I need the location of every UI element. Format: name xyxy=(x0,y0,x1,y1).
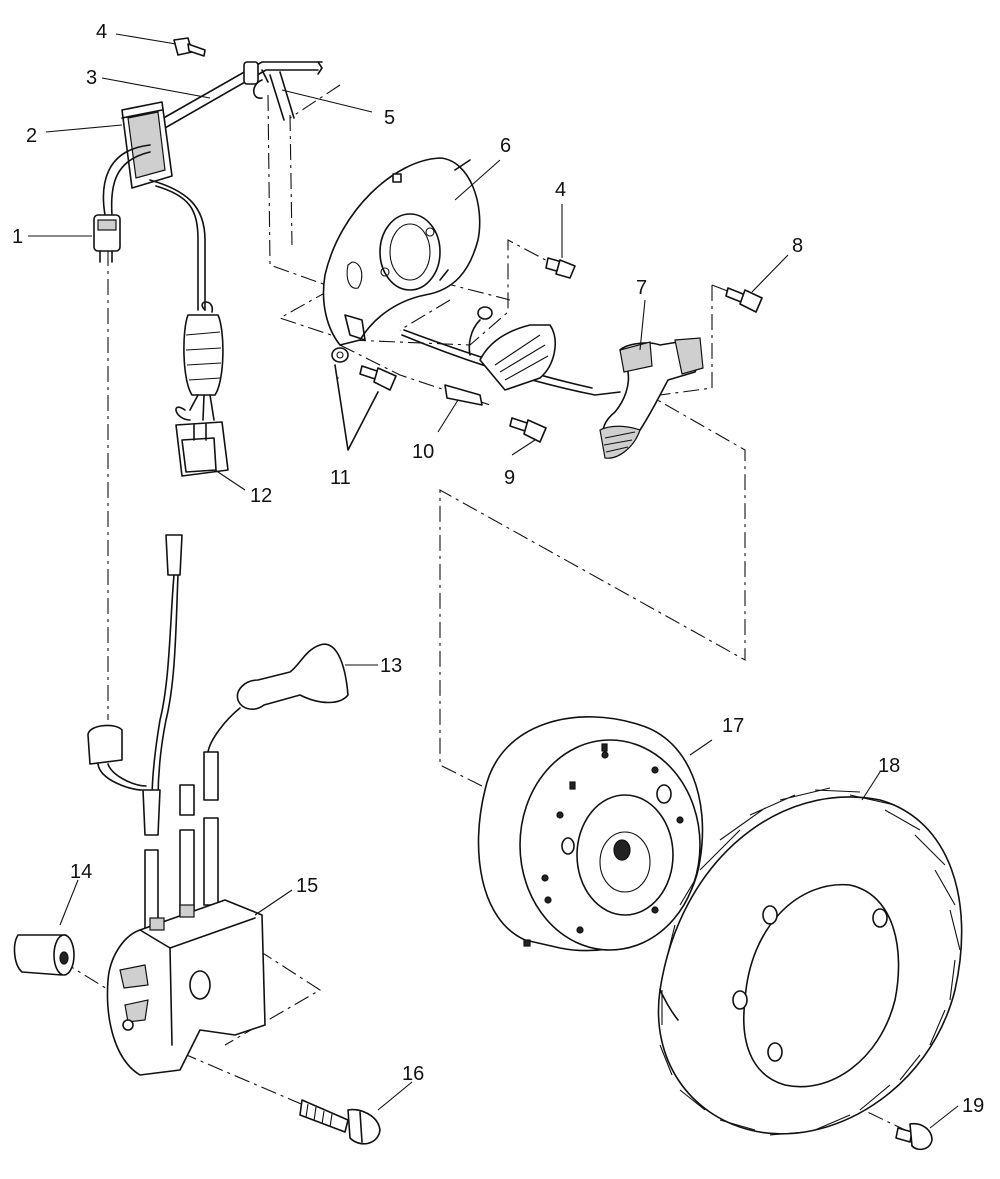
callout-labels: 1 2 3 4 4 5 6 7 8 9 10 11 12 13 14 15 16… xyxy=(12,21,984,1117)
callout-11: 11 xyxy=(330,467,351,489)
wire-clip xyxy=(252,79,263,99)
bolt-top-left xyxy=(173,37,206,57)
coil-mounting-bolt xyxy=(299,1099,381,1145)
fan-screw xyxy=(895,1122,933,1151)
spark-plug-cap xyxy=(179,643,349,816)
stator-base-plate xyxy=(322,157,481,346)
charging-coil xyxy=(599,337,704,459)
washer-and-screw xyxy=(331,347,397,451)
cooling-fan xyxy=(657,787,963,1136)
bolt-coil-mount xyxy=(725,287,763,313)
pickup-coil-assembly xyxy=(401,306,621,443)
callout-17: 17 xyxy=(722,715,744,737)
callout-8: 8 xyxy=(792,235,803,257)
callout-2: 2 xyxy=(26,125,37,147)
callout-10: 10 xyxy=(412,441,434,463)
callout-leaders xyxy=(28,33,959,1129)
callout-9: 9 xyxy=(504,467,515,489)
callout-16: 16 xyxy=(402,1063,424,1085)
wire-harness-tube xyxy=(159,61,323,129)
callout-1: 1 xyxy=(12,226,23,248)
callout-19: 19 xyxy=(962,1095,984,1117)
callout-4-top: 4 xyxy=(96,21,107,43)
callout-4-right: 4 xyxy=(555,179,566,201)
ignition-wire-lead xyxy=(87,534,183,836)
ignition-coil xyxy=(106,817,266,1076)
callout-5: 5 xyxy=(384,107,395,129)
callout-15: 15 xyxy=(296,875,318,897)
callout-6: 6 xyxy=(500,135,511,157)
bolt-stator-right xyxy=(545,257,576,279)
rubber-sleeve xyxy=(13,934,75,976)
bullet-connector xyxy=(93,214,121,263)
callout-14: 14 xyxy=(70,861,92,883)
multi-pin-connector xyxy=(175,301,229,477)
callout-7: 7 xyxy=(636,277,647,299)
callout-13: 13 xyxy=(380,655,402,677)
callout-18: 18 xyxy=(878,755,900,777)
callout-3: 3 xyxy=(86,67,97,89)
callout-12: 12 xyxy=(250,485,272,507)
harness-wires xyxy=(102,144,206,311)
flywheel xyxy=(477,716,704,952)
